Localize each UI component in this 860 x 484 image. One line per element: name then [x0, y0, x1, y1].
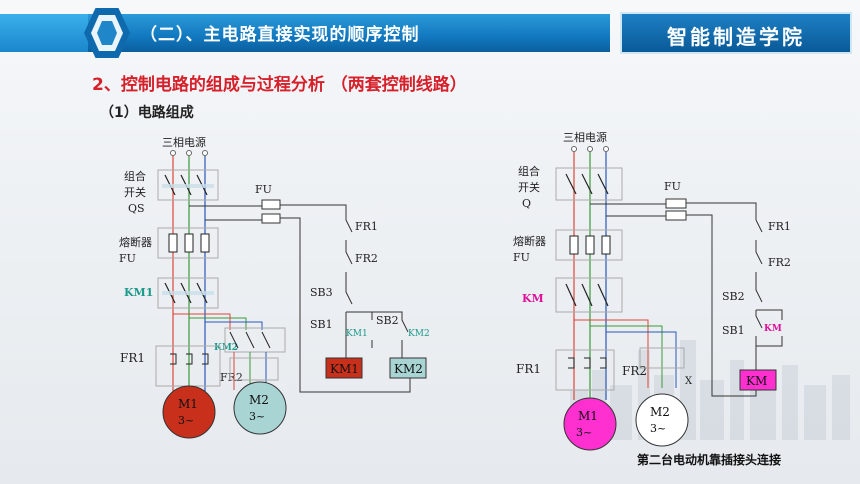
left-switch-label-2: 开关 [124, 185, 146, 199]
college-badge: 智能制造学院 [620, 12, 852, 54]
left-sb3: SB3 [310, 286, 333, 299]
left-fu-top-label: FU [255, 183, 272, 196]
header: （二）、主电路直接实现的顺序控制 智能制造学院 [0, 0, 860, 66]
right-fr2-label: FR2 [622, 364, 647, 378]
right-coil-km [739, 369, 777, 391]
right-motor2-name: M2 [650, 405, 670, 419]
right-circuit-note: 第二台电动机靠插接头连接 [637, 453, 782, 467]
right-motor1-name: M1 [578, 409, 598, 423]
right-ctrl-km: KM [764, 324, 782, 334]
left-coil-km1 [325, 357, 363, 379]
left-motor1-phase: 3~ [178, 414, 194, 427]
left-fr2-label: FR2 [220, 371, 243, 384]
left-coil-km1-label: KM1 [330, 362, 359, 376]
right-km-label: KM [522, 292, 544, 305]
right-coil-km-label: KM [746, 374, 767, 388]
page-title: （二）、主电路直接实现的顺序控制 [140, 25, 420, 45]
left-coil-km2-label: KM2 [394, 362, 423, 376]
right-fuse-code: FU [513, 251, 530, 264]
left-fuse-label: 熔断器 [119, 235, 152, 249]
right-switch-label-1: 组合 [518, 164, 540, 178]
left-fuse-code: FU [119, 252, 136, 265]
left-motor1-name: M1 [178, 397, 198, 411]
left-sb1: SB1 [310, 318, 333, 331]
right-ctrl-fr2: FR2 [768, 256, 791, 269]
right-source-label: 三相电源 [563, 130, 607, 144]
right-fuse-label: 熔断器 [513, 234, 546, 248]
left-ctrl-fr1: FR1 [355, 220, 378, 233]
college-badge-text: 智能制造学院 [667, 25, 805, 49]
right-motor1 [563, 397, 617, 451]
left-switch-code: QS [128, 202, 145, 215]
right-fr1-label: FR1 [516, 362, 541, 376]
section-title: 2、控制电路的组成与过程分析 （两套控制线路） [92, 75, 467, 95]
left-motor1 [162, 385, 216, 439]
left-switch-label-1: 组合 [124, 169, 146, 183]
right-fu-top-label: FU [664, 180, 681, 193]
left-ctrl-km2: KM2 [408, 329, 430, 339]
right-sb1: SB1 [722, 324, 745, 337]
right-x-label: X [685, 376, 693, 387]
left-motor2-phase: 3~ [249, 410, 265, 423]
left-coil-km2 [389, 357, 427, 379]
hexagon-core-icon [97, 21, 117, 45]
right-switch-code: Q [522, 197, 531, 210]
left-km1-label: KM1 [124, 286, 153, 299]
left-km2-label: KM2 [214, 343, 238, 353]
left-source-label: 三相电源 [162, 135, 206, 149]
header-left-strip [0, 14, 88, 52]
right-motor2-phase: 3~ [650, 422, 666, 435]
left-fr1-label: FR1 [120, 351, 145, 365]
left-ctrl-km1: KM1 [346, 329, 368, 339]
right-switch-label-2: 开关 [518, 180, 540, 194]
right-sb2: SB2 [722, 290, 745, 303]
left-sb2: SB2 [376, 314, 399, 327]
right-motor1-phase: 3~ [576, 426, 592, 439]
subsection-title: （1）电路组成 [100, 105, 194, 121]
left-motor2 [233, 381, 287, 435]
right-motor2 [635, 393, 689, 447]
left-motor2-name: M2 [249, 393, 269, 407]
left-ctrl-fr2: FR2 [355, 252, 378, 265]
right-ctrl-fr1: FR1 [768, 220, 791, 233]
